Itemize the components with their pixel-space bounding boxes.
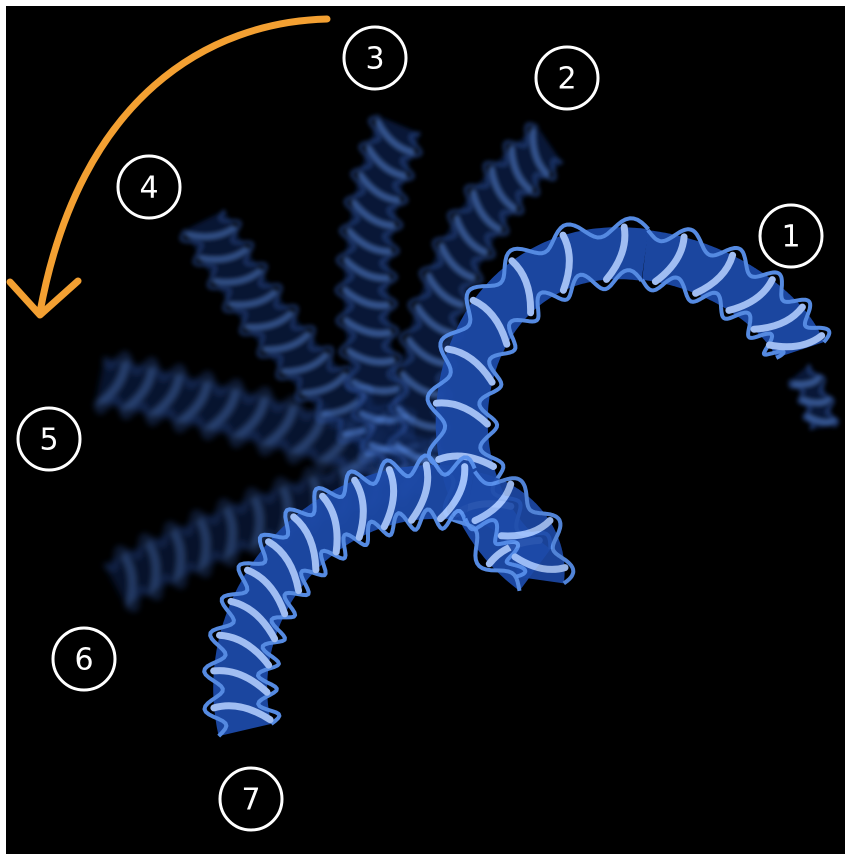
marker-7-label: 7 [241, 783, 260, 818]
marker-5: 5 [18, 408, 80, 470]
marker-1-label: 1 [781, 220, 800, 255]
helix-layer [96, 117, 838, 737]
marker-6: 6 [53, 628, 115, 690]
marker-6-label: 6 [74, 643, 93, 678]
helix-7 [204, 456, 475, 737]
marker-2-label: 2 [557, 62, 576, 97]
helix-1-tip [790, 364, 838, 429]
marker-7: 7 [220, 768, 282, 830]
marker-3-label: 3 [365, 42, 384, 77]
helix-1-tail [642, 229, 829, 358]
marker-1: 1 [760, 205, 822, 267]
marker-5-label: 5 [39, 423, 58, 458]
marker-4: 4 [118, 156, 180, 218]
marker-3: 3 [344, 27, 406, 89]
curved-arrow-icon [10, 19, 327, 315]
marker-2: 2 [536, 47, 598, 109]
marker-4-label: 4 [139, 171, 158, 206]
